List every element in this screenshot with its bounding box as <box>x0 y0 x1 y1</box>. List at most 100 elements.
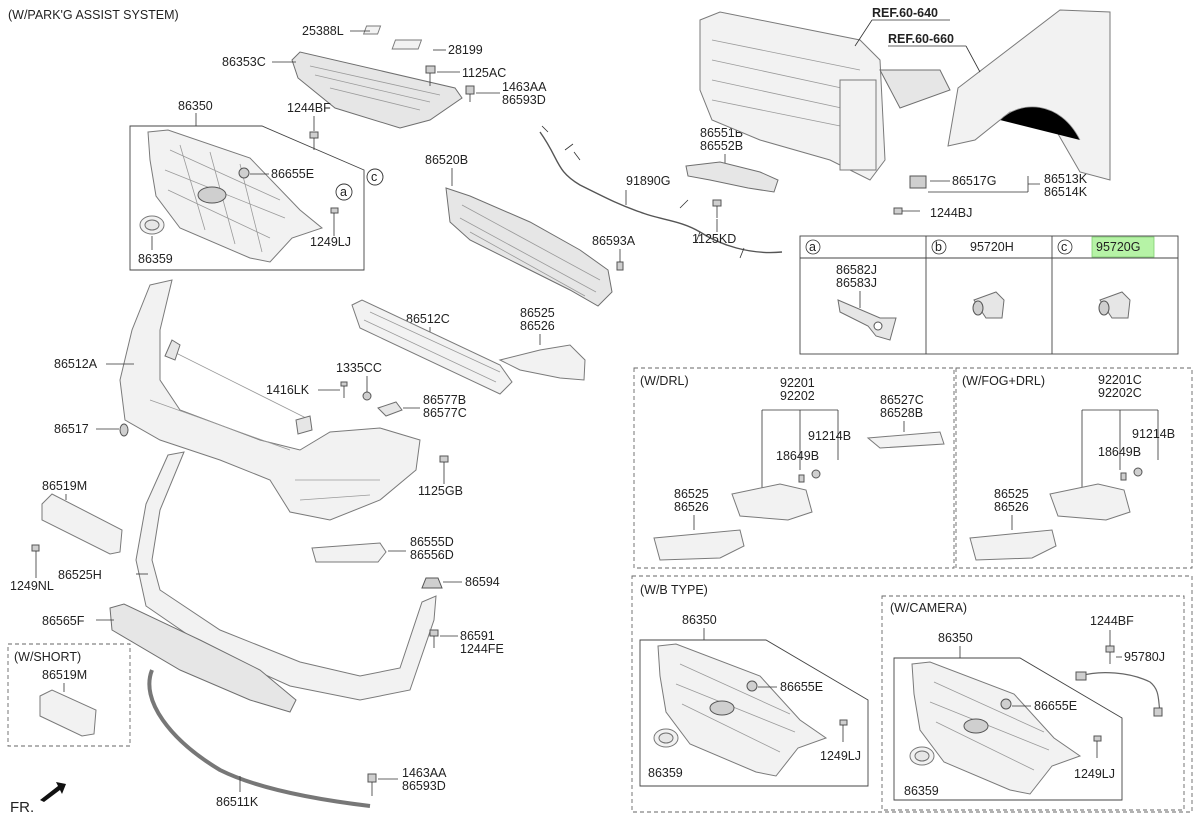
clip-1463AA-top-icon <box>465 85 475 102</box>
bracket-86583J: 86583J <box>836 276 877 290</box>
part-86593D-bottom: 86593D <box>402 779 446 793</box>
part-86512C: 86512C <box>406 312 450 326</box>
skid-plate-86565F <box>109 603 297 713</box>
part-1125AC: 1125AC <box>462 66 506 80</box>
part-86655E: 86655E <box>271 167 314 181</box>
short-box-part: 86519M <box>42 668 87 682</box>
part-86511K: 86511K <box>216 795 259 809</box>
part-86512A: 86512A <box>54 357 98 371</box>
sensor-95720G-icon <box>1099 291 1131 319</box>
svg-text:92202: 92202 <box>780 389 815 403</box>
bumper-strip-86511K <box>147 669 371 808</box>
clip-1335CC-icon <box>362 391 372 401</box>
bolt-86591-icon <box>429 629 439 648</box>
part-86593A: 86593A <box>592 234 636 248</box>
table-callout-a: a <box>809 240 816 254</box>
svg-text:91214B: 91214B <box>808 429 851 443</box>
short-box-title: (W/SHORT) <box>14 650 81 664</box>
bolt-1125AC-icon <box>425 65 436 86</box>
bumper-lower-trim-86525H <box>135 451 437 701</box>
bolt-1244BF-icon <box>309 131 319 150</box>
part-86551B: 86551B <box>700 126 743 140</box>
part-1244BF: 1244BF <box>287 101 331 115</box>
svg-text:86525: 86525 <box>994 487 1029 501</box>
part-86565F: 86565F <box>42 614 85 628</box>
part-86525: 86525 <box>520 306 555 320</box>
part-86577C: 86577C <box>423 406 467 420</box>
part-86514K: 86514K <box>1044 185 1088 199</box>
label-25388L-shape <box>362 25 382 35</box>
bolt-1125KD-icon <box>712 199 722 218</box>
front-direction-arrow-icon <box>40 782 66 802</box>
drl-variant-box: (W/DRL) 92201 92202 91214B 18649B 86527C… <box>633 367 955 569</box>
grille-callout-frame <box>129 125 365 271</box>
screw-1249LJ-icon <box>330 207 339 228</box>
part-86591: 86591 <box>460 629 495 643</box>
callout-c-marker: c <box>366 168 384 186</box>
part-1244FE: 1244FE <box>460 642 504 656</box>
svg-text:86655E: 86655E <box>780 680 823 694</box>
bracket-86577B-icon <box>377 401 403 417</box>
diagram-title: (W/PARK'G ASSIST SYSTEM) <box>8 8 179 22</box>
part-86513K: 86513K <box>1044 172 1088 186</box>
part-86519M: 86519M <box>42 479 87 493</box>
part-1125KD: 1125KD <box>692 232 736 246</box>
cap-86517-icon <box>119 423 129 437</box>
part-86359: 86359 <box>138 252 173 266</box>
label-28199-shape <box>391 39 423 50</box>
svg-text:92202C: 92202C <box>1098 386 1142 400</box>
sensor-95720G: 95720G <box>1096 240 1140 254</box>
part-1335CC: 1335CC <box>336 361 382 375</box>
svg-text:95780J: 95780J <box>1124 650 1165 664</box>
part-86520B: 86520B <box>425 153 468 167</box>
svg-text:1249LJ: 1249LJ <box>1074 767 1115 781</box>
drl-lamp-86525 <box>498 344 586 381</box>
svg-text:1249LJ: 1249LJ <box>820 749 861 763</box>
svg-text:91214B: 91214B <box>1132 427 1175 441</box>
front-fender <box>947 9 1111 181</box>
svg-text:92201: 92201 <box>780 376 815 390</box>
part-91890G: 91890G <box>626 174 670 188</box>
camera-box-title: (W/CAMERA) <box>890 601 967 615</box>
svg-text:86528B: 86528B <box>880 406 923 420</box>
clip-86594-icon <box>421 577 443 589</box>
part-86593D-top: 86593D <box>502 93 546 107</box>
sensor-bracket-icon <box>837 299 897 341</box>
part-1463AA-bottom: 1463AA <box>402 766 447 780</box>
screw-1249NL-icon <box>31 544 40 566</box>
clip-1463AA-bottom-icon <box>367 773 377 796</box>
svg-text:86526: 86526 <box>994 500 1029 514</box>
part-1249LJ: 1249LJ <box>310 235 351 249</box>
part-86350: 86350 <box>178 99 213 113</box>
bumper-cover-86512A <box>119 279 421 521</box>
svg-text:86525: 86525 <box>674 487 709 501</box>
grille-part <box>147 129 324 263</box>
clip-86593A-icon <box>616 261 624 271</box>
wiring-harness-91890G <box>539 131 783 254</box>
emblem-86359-icon <box>139 215 165 235</box>
part-86577B: 86577B <box>423 393 466 407</box>
bracket-86582J: 86582J <box>836 263 877 277</box>
svg-text:86655E: 86655E <box>1034 699 1077 713</box>
fog-drl-variant-box: (W/FOG+DRL) 92201C 92202C 91214B 18649B … <box>955 367 1193 569</box>
svg-text:86350: 86350 <box>938 631 973 645</box>
part-1249NL: 1249NL <box>10 579 54 593</box>
variant-legend-table: a b c 95720H 95720G 86582J 86583J <box>799 235 1179 355</box>
radiator-cover-part <box>291 51 463 129</box>
sensor-95720H-icon <box>973 291 1005 319</box>
bumper-beam-86520B <box>445 187 613 307</box>
svg-text:86527C: 86527C <box>880 393 924 407</box>
sensor-95720H: 95720H <box>970 240 1014 254</box>
ref-60-660: REF.60-660 <box>888 32 954 46</box>
part-86353C: 86353C <box>222 55 266 69</box>
table-callout-c: c <box>1061 240 1067 254</box>
ref-60-640: REF.60-640 <box>872 6 938 20</box>
svg-text:18649B: 18649B <box>776 449 819 463</box>
part-25388L: 25388L <box>302 24 344 38</box>
drl-box-title: (W/DRL) <box>640 374 689 388</box>
svg-text:c: c <box>371 170 377 184</box>
part-86517: 86517 <box>54 422 89 436</box>
part-86525H: 86525H <box>58 568 102 582</box>
front-direction-label: FR. <box>10 799 34 816</box>
